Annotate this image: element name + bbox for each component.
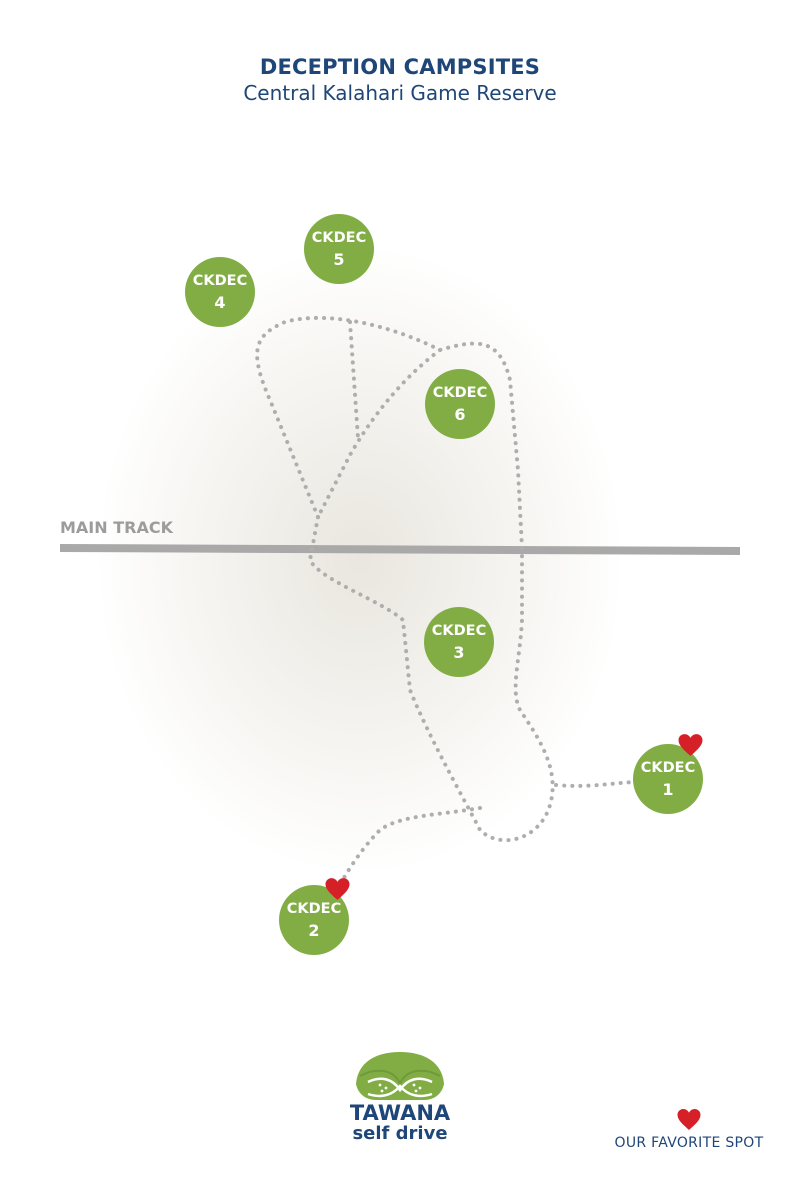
trail-north-loop xyxy=(255,315,524,550)
heart-icon xyxy=(677,1109,701,1130)
campsite-code: CKDEC xyxy=(311,230,367,246)
campsite-code: CKDEC xyxy=(432,385,488,401)
map-header: DECEPTION CAMPSITES Central Kalahari Gam… xyxy=(0,55,800,105)
campsite-marker-6[interactable]: CKDEC 6 xyxy=(425,369,495,439)
legend: OUR FAVORITE SPOT xyxy=(604,1108,774,1151)
trail-spur-camp-1 xyxy=(554,780,637,788)
campsite-number: 6 xyxy=(454,405,466,424)
campsite-code: CKDEC xyxy=(431,623,487,639)
campsite-marker-1[interactable]: CKDEC 1 xyxy=(633,744,703,814)
campsite-code: CKDEC xyxy=(192,273,248,289)
campsite-code: CKDEC xyxy=(286,901,342,917)
main-track-line xyxy=(59,544,741,555)
trail-south-loop xyxy=(307,515,555,843)
logo-name: TAWANA xyxy=(349,1101,451,1125)
logo-tagline: self drive xyxy=(352,1123,448,1144)
campsite-code: CKDEC xyxy=(640,760,696,776)
campsite-marker-3[interactable]: CKDEC 3 xyxy=(424,607,494,677)
campsite-number: 1 xyxy=(662,780,674,799)
trail-spur-camp-2 xyxy=(331,806,482,899)
favorite-heart-icon xyxy=(324,877,351,901)
campsite-number: 2 xyxy=(308,921,320,940)
tawana-logo-mark xyxy=(356,1052,444,1100)
map-background-glow xyxy=(100,250,620,870)
campsite-marker-5[interactable]: CKDEC 5 xyxy=(304,214,374,284)
legend-label: OUR FAVORITE SPOT xyxy=(614,1135,764,1151)
favorite-heart-icon xyxy=(677,733,704,757)
trail-connector-inner xyxy=(348,320,360,440)
map-title: DECEPTION CAMPSITES xyxy=(259,55,541,79)
tawana-logo: TAWANA self drive xyxy=(340,1050,460,1144)
trail-diagonal xyxy=(316,348,442,519)
campsite-number: 5 xyxy=(333,250,345,269)
campsite-marker-4[interactable]: CKDEC 4 xyxy=(185,257,255,327)
campsite-number: 4 xyxy=(214,293,226,312)
main-track-label: MAIN TRACK xyxy=(60,518,173,537)
map-subtitle: Central Kalahari Game Reserve xyxy=(243,81,557,105)
campsite-number: 3 xyxy=(453,643,465,662)
